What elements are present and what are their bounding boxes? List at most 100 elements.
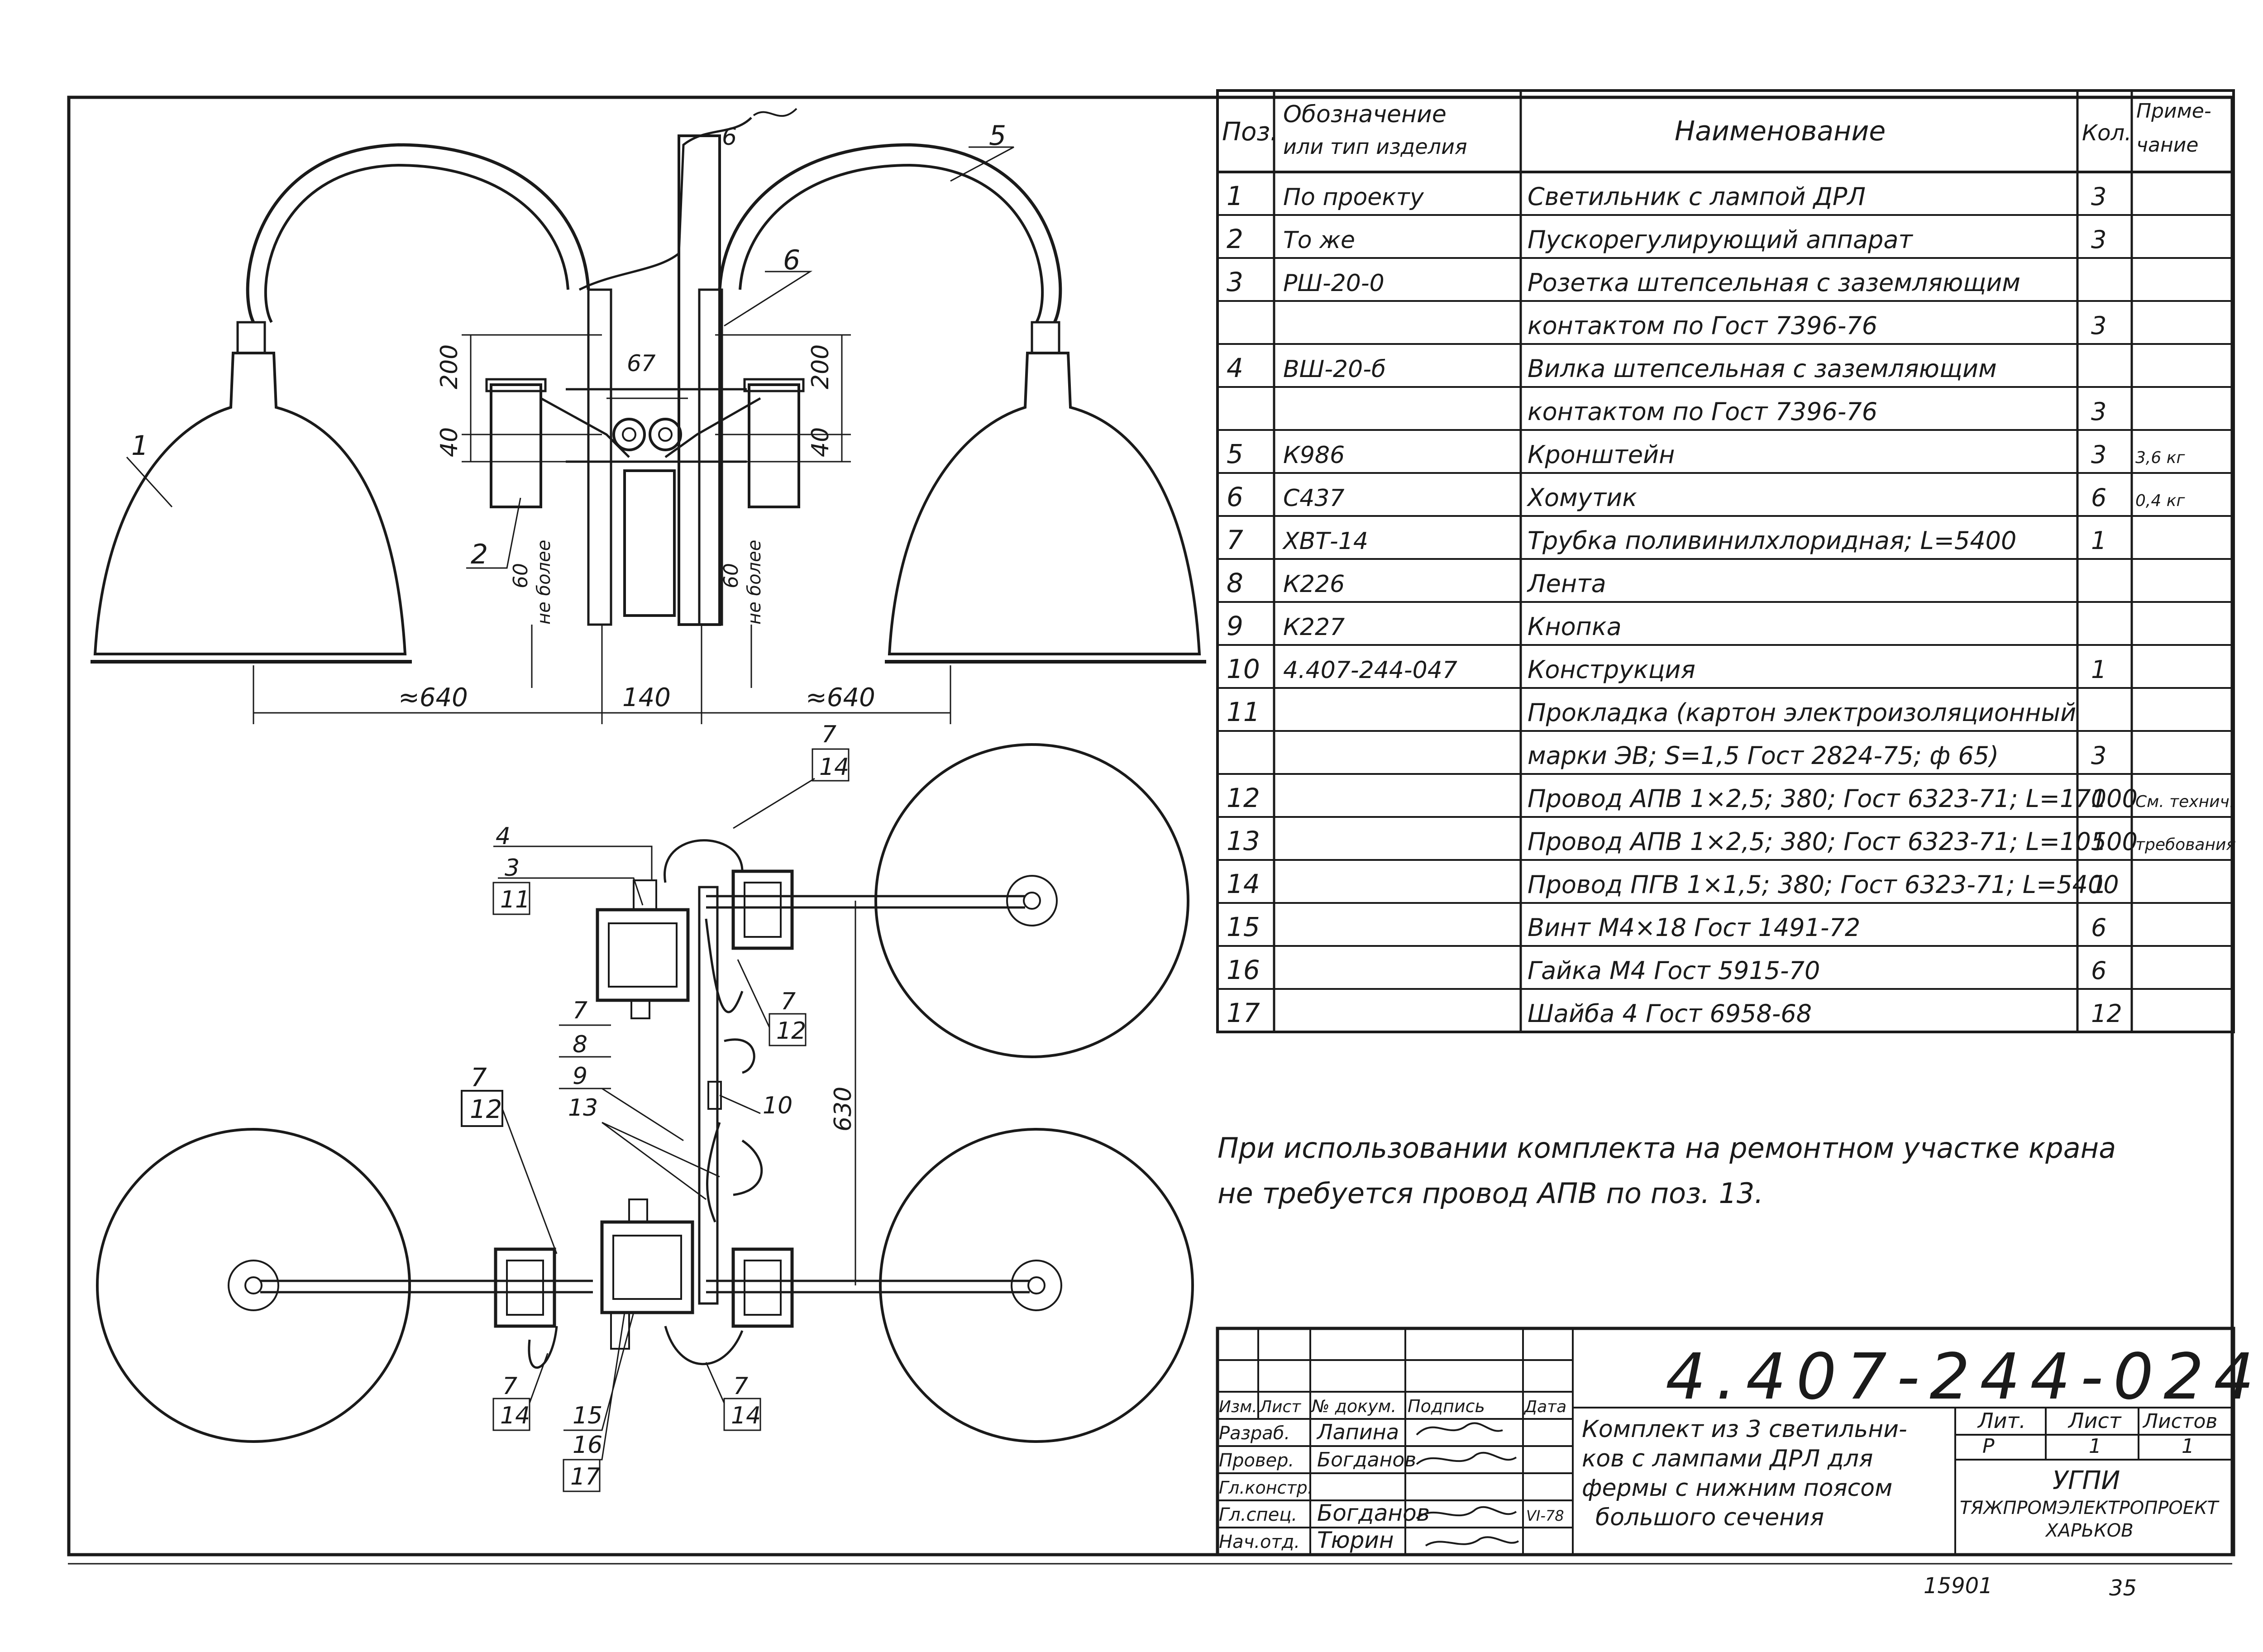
lamp-circle-bottom-right xyxy=(879,1128,1194,1443)
spec-cell-pos: 6 xyxy=(1227,482,1243,512)
note-line-1: При использовании комплекта на ремонтном… xyxy=(1217,1132,2116,1165)
spec-cell-note: требования xyxy=(2135,836,2236,854)
spec-cell-name: Шайба 4 Гост 6958-68 xyxy=(1528,999,1812,1028)
spec-cell-pos: 8 xyxy=(1227,568,1243,598)
spec-cell-qty: 3 xyxy=(2091,182,2106,211)
dim-ext-left xyxy=(462,334,602,463)
callout-11-box xyxy=(492,882,530,915)
callout-7-bot-left: 7 xyxy=(502,1373,517,1400)
dim-200-left: 200 xyxy=(436,344,463,389)
spec-cell-designation: К986 xyxy=(1283,442,1345,469)
spec-cell-name: Конструкция xyxy=(1528,655,1695,684)
dim-630: 630 xyxy=(830,1087,857,1132)
left-lamp-cap xyxy=(236,321,266,354)
right-ballast-top xyxy=(743,378,805,392)
title-block: 4.407-244-024 Изм. Лист № докум. Подпись… xyxy=(1216,1327,2254,1557)
callout-5-leader xyxy=(950,146,1014,182)
spec-cell-name: Пускорегулирующий аппарат xyxy=(1528,225,1913,254)
callout-10: 10 xyxy=(763,1092,793,1119)
spec-row-lines xyxy=(1217,214,2234,1033)
date-value: VI-78 xyxy=(1526,1507,1564,1524)
wire-bends xyxy=(540,397,761,458)
org-line-3: ХАРЬКОВ xyxy=(2045,1520,2134,1541)
spec-cell-designation: К226 xyxy=(1283,571,1345,598)
spec-cell-pos: 7 xyxy=(1227,525,1243,555)
sheet-frame xyxy=(67,95,2234,1557)
left-tube xyxy=(587,288,612,626)
signature-3 xyxy=(1416,1506,1517,1519)
spec-table: Поз. Обозначение или тип изделия Наимено… xyxy=(1216,89,2236,1033)
spec-cell-name: Вилка штепсельная с заземляющим xyxy=(1528,354,1997,383)
callout-14-bot-left-box xyxy=(492,1398,530,1431)
signature-2 xyxy=(1416,1451,1517,1465)
spec-cell-name: Провод ПГВ 1×1,5; 380; Гост 6323-71; L=5… xyxy=(1528,870,2119,899)
callout-13: 13 xyxy=(568,1094,598,1122)
spec-header-note-2: чание xyxy=(2136,134,2198,157)
callout-7-top: 7 xyxy=(821,721,836,748)
role-4-name: Тюрин xyxy=(1317,1527,1394,1553)
role-3: Гл.спец. xyxy=(1219,1504,1297,1525)
wire-loop-mid xyxy=(705,918,744,1013)
spec-cell-qty: 12 xyxy=(2091,999,2122,1028)
title-line-1: Комплект из 3 светильни- xyxy=(1582,1416,1907,1443)
callout-15-16-leaders xyxy=(563,1312,635,1461)
lamp-circle-top-right xyxy=(874,743,1189,1058)
spec-cell-designation: ВШ-20-б xyxy=(1283,356,1386,383)
spec-cell-pos: 12 xyxy=(1227,783,1260,813)
role-0: Разраб. xyxy=(1219,1423,1290,1444)
lamp-hub-bottom-left xyxy=(228,1260,279,1311)
spec-cell-name: Хомутик xyxy=(1526,483,1637,512)
spec-cell-pos: 3 xyxy=(1227,267,1243,297)
clamp-left-inner xyxy=(622,427,636,442)
spec-header-pos: Поз. xyxy=(1222,117,1278,147)
spec-header-designation-1: Обозначение xyxy=(1283,101,1447,128)
ballast-top-inner xyxy=(608,922,678,988)
title-line-4: большого сечения xyxy=(1595,1504,1824,1531)
callout-14-bot-right-leader xyxy=(705,1362,725,1404)
callout-6-leader xyxy=(724,271,813,327)
callout-6b: 6 xyxy=(722,124,737,151)
spec-cell-qty: 6 xyxy=(2091,483,2106,512)
title-line-2: ков с лампами ДРЛ для xyxy=(1582,1445,1873,1472)
clamp-right xyxy=(649,418,682,451)
right-tube xyxy=(698,288,723,626)
dim-640-right: ≈640 xyxy=(806,683,875,712)
vertical-member xyxy=(698,886,719,1305)
callout-12-mid-box xyxy=(769,1013,807,1046)
spec-cell-pos: 1 xyxy=(1227,181,1243,211)
ballast-bottom-top xyxy=(628,1198,648,1223)
callout-8: 8 xyxy=(573,1031,587,1058)
callout-12-mid: 12 xyxy=(776,1017,806,1045)
wire-loop-bottom-right xyxy=(664,1326,744,1366)
sheets-label: Листов xyxy=(2142,1410,2217,1433)
title-col-list: Лист xyxy=(1259,1398,1301,1416)
spec-cell-name: Лента xyxy=(1527,569,1606,598)
spec-cell-note: См. технич. xyxy=(2135,793,2234,811)
title-col-izm: Изм. xyxy=(1219,1398,1257,1416)
ballast-top-plug xyxy=(633,879,657,911)
lamp-circle-bottom-left xyxy=(96,1128,411,1443)
dim-ext-right xyxy=(715,334,851,463)
note-line-2: не требуется провод АПВ по поз. 13. xyxy=(1217,1177,1764,1210)
dim-40-left: 40 xyxy=(436,427,463,457)
dim-640-left: ≈640 xyxy=(398,683,468,712)
lamp-center-bottom-right xyxy=(1027,1276,1046,1294)
callout-10-leader xyxy=(719,1094,761,1114)
lit-label: Лит. xyxy=(1977,1408,2026,1433)
callout-12-bigleft-leader xyxy=(501,1108,558,1254)
title-col-doc: № докум. xyxy=(1311,1396,1396,1416)
dim-bottom-ext xyxy=(253,625,951,724)
spec-cell-qty: 6 xyxy=(2091,913,2106,942)
title-grid-right xyxy=(1573,1407,2234,1555)
lit-value: Р xyxy=(1982,1435,1995,1458)
plan-view: 630 7 14 4 3 11 7 12 7 8 9 13 10 7 12 7 … xyxy=(96,721,1194,1492)
cross-plates xyxy=(566,388,747,463)
wire-tail xyxy=(753,108,797,117)
spec-cell-qty: 1 xyxy=(2091,784,2106,813)
spec-cell-name: Светильник с лампой ДРЛ xyxy=(1528,182,1866,211)
dim-60-left: 60 xyxy=(509,563,532,588)
callout-4-leader xyxy=(493,845,653,880)
spec-cell-designation: По проекту xyxy=(1283,184,1424,211)
